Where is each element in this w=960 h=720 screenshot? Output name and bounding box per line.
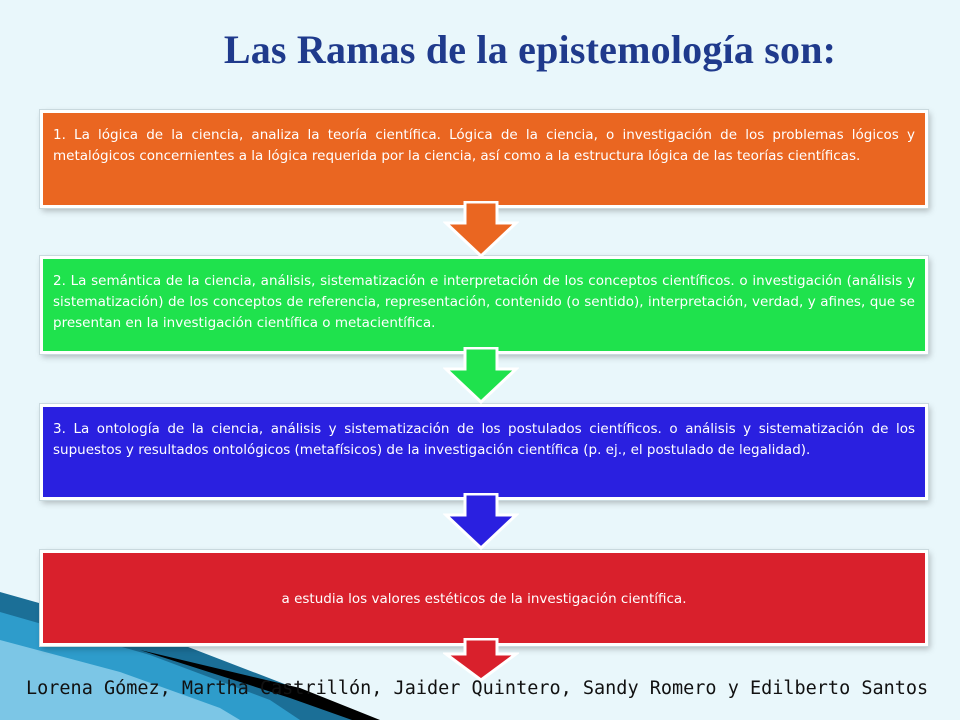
down-arrow-green (443, 347, 519, 405)
branch-text-ontology: 3. La ontología de la ciencia, análisis … (53, 421, 915, 458)
branch-text-semantics: 2. La semántica de la ciencia, análisis,… (53, 273, 915, 331)
corner-black-swoosh (140, 650, 380, 720)
branch-box-ontology: 3. La ontología de la ciencia, análisis … (40, 404, 928, 500)
branch-text-logic: 1. La lógica de la ciencia, analiza la t… (53, 127, 915, 164)
down-arrow-blue (443, 493, 519, 551)
branch-box-semantics: 2. La semántica de la ciencia, análisis,… (40, 256, 928, 354)
corner-wave-pale (0, 640, 240, 720)
branch-box-logic: 1. La lógica de la ciencia, analiza la t… (40, 110, 928, 208)
branch-box-axiology: a estudia los valores estéticos de la in… (40, 550, 928, 646)
authors-footer: Lorena Gómez, Martha Castrillón, Jaider … (26, 678, 929, 699)
page-title: Las Ramas de la epistemología son: (223, 27, 837, 72)
branch-text-axiology: a estudia los valores estéticos de la in… (281, 591, 687, 607)
down-arrow-orange (443, 201, 519, 259)
down-arrow-red (443, 638, 519, 682)
